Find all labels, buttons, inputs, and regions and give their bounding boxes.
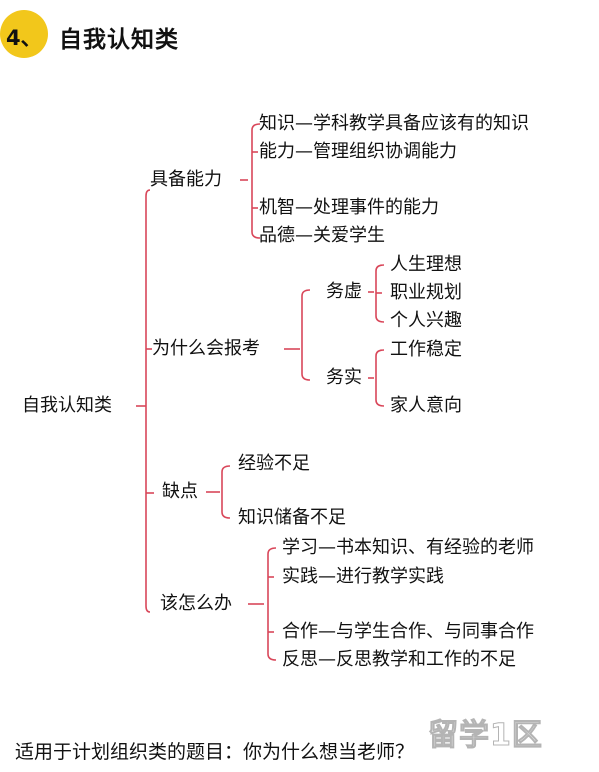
footer-caption: 适用于计划组织类的题目：你为什么想当老师？ [15,741,415,763]
branch-juebei: 具备能力 [150,169,222,190]
header: 4、 自我认知类 [0,0,599,80]
quedian-item-2: 知识储备不足 [238,507,346,528]
sub-branch-wushi: 务实 [326,367,362,388]
gaizenme-item-2: 实践—进行教学实践 [282,566,444,587]
branch-weishenme: 为什么会报考 [152,338,260,359]
branch-gaizenme: 该怎么办 [160,593,232,614]
connector-quedian-bracket [221,465,231,519]
root-node: 自我认知类 [22,395,112,416]
gaizenme-item-1: 学习—书本知识、有经验的老师 [282,537,534,558]
connector-trunk [145,189,151,613]
sub-branch-wuxu: 务虚 [326,281,362,302]
juebei-item-3: 机智—处理事件的能力 [259,197,439,218]
watermark-logo: 留学1区 [410,700,599,772]
juebei-item-4: 品德—关爱学生 [259,225,385,246]
wuxu-item-1: 人生理想 [390,254,462,275]
quedian-item-1: 经验不足 [238,453,310,474]
wushi-item-1: 工作稳定 [390,339,462,360]
gaizenme-item-4: 反思—反思教学和工作的不足 [282,649,516,670]
connector-gaizenme-bracket [267,547,277,661]
watermark-text: 留学1区 [428,718,543,754]
connector-wushi-bracket [375,349,385,407]
number-badge [0,10,48,58]
gaizenme-item-3: 合作—与学生合作、与同事合作 [282,621,534,642]
wuxu-item-2: 职业规划 [390,282,462,303]
connector-juebei-bracket [251,123,261,239]
connector-weishenme-bracket [301,289,311,381]
juebei-item-2: 能力—管理组织协调能力 [259,141,457,162]
juebei-item-1: 知识—学科教学具备应该有的知识 [259,113,529,134]
wushi-item-2: 家人意向 [390,395,462,416]
section-number: 4、 [6,26,42,50]
branch-quedian: 缺点 [162,481,198,502]
section-title: 自我认知类 [59,27,179,53]
wuxu-item-3: 个人兴趣 [390,310,462,331]
